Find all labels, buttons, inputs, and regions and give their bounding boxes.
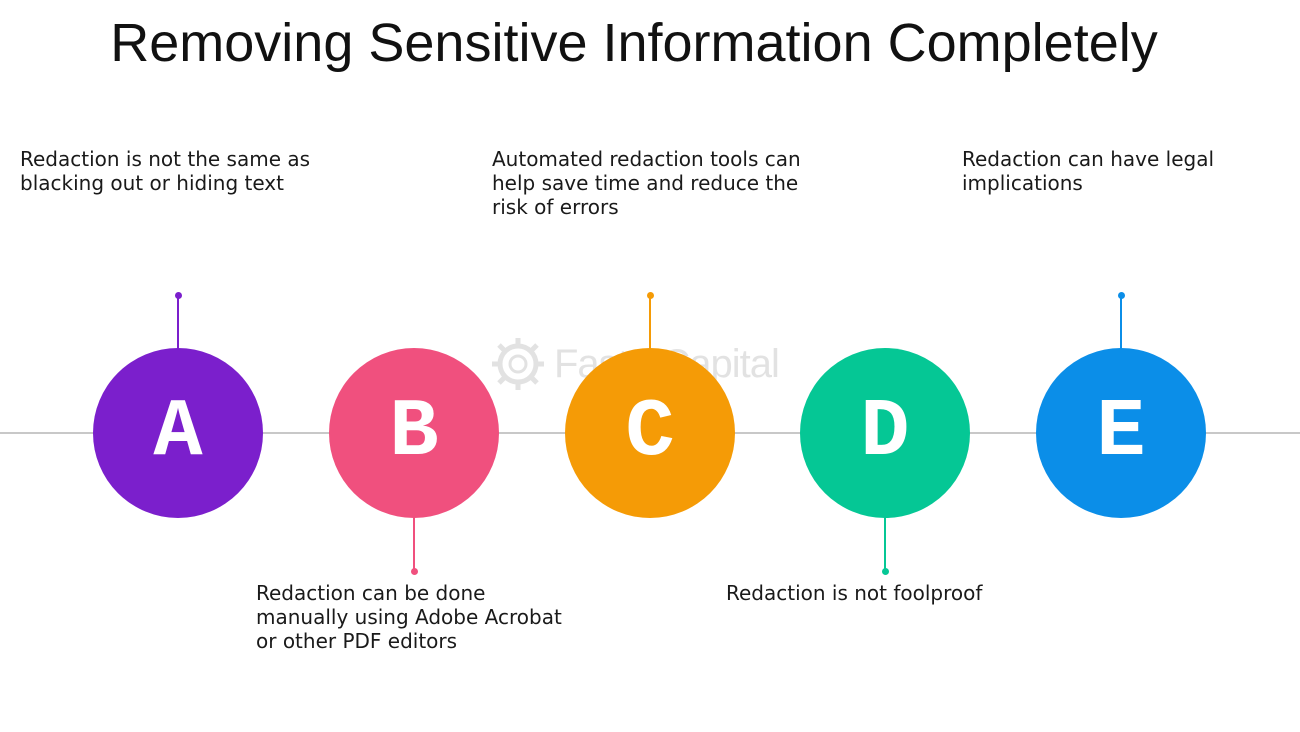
caption-a: Redaction is not the same as blacking ou… (20, 147, 311, 195)
timeline-node-b: B (329, 348, 499, 518)
timeline-node-c: C (565, 348, 735, 518)
caption-e: Redaction can have legal implications (962, 147, 1215, 195)
connector-dot-b (411, 568, 418, 575)
connector-dot-a (175, 292, 182, 299)
circle-e: E (1036, 348, 1206, 518)
circle-d: D (800, 348, 970, 518)
connector-dot-e (1118, 292, 1125, 299)
timeline-node-a: A (93, 348, 263, 518)
page-title: Removing Sensitive Information Completel… (110, 13, 1158, 73)
connector-line-a (177, 296, 179, 350)
circle-c: C (565, 348, 735, 518)
connector-line-b (413, 517, 415, 571)
connector-line-c (649, 296, 651, 350)
connector-line-e (1120, 296, 1122, 350)
timeline-node-d: D (800, 348, 970, 518)
letter-a: A (153, 386, 203, 479)
connector-dot-c (647, 292, 654, 299)
timeline-node-e: E (1036, 348, 1206, 518)
connector-line-d (884, 517, 886, 571)
caption-b: Redaction can be done manually using Ado… (256, 581, 562, 653)
gear-icon (492, 338, 544, 390)
caption-c: Automated redaction tools can help save … (492, 147, 801, 219)
circle-a: A (93, 348, 263, 518)
connector-dot-d (882, 568, 889, 575)
letter-d: D (860, 386, 910, 479)
letter-e: E (1096, 386, 1146, 479)
circle-b: B (329, 348, 499, 518)
letter-c: C (625, 386, 675, 479)
caption-d: Redaction is not foolproof (726, 581, 983, 605)
letter-b: B (389, 386, 439, 479)
